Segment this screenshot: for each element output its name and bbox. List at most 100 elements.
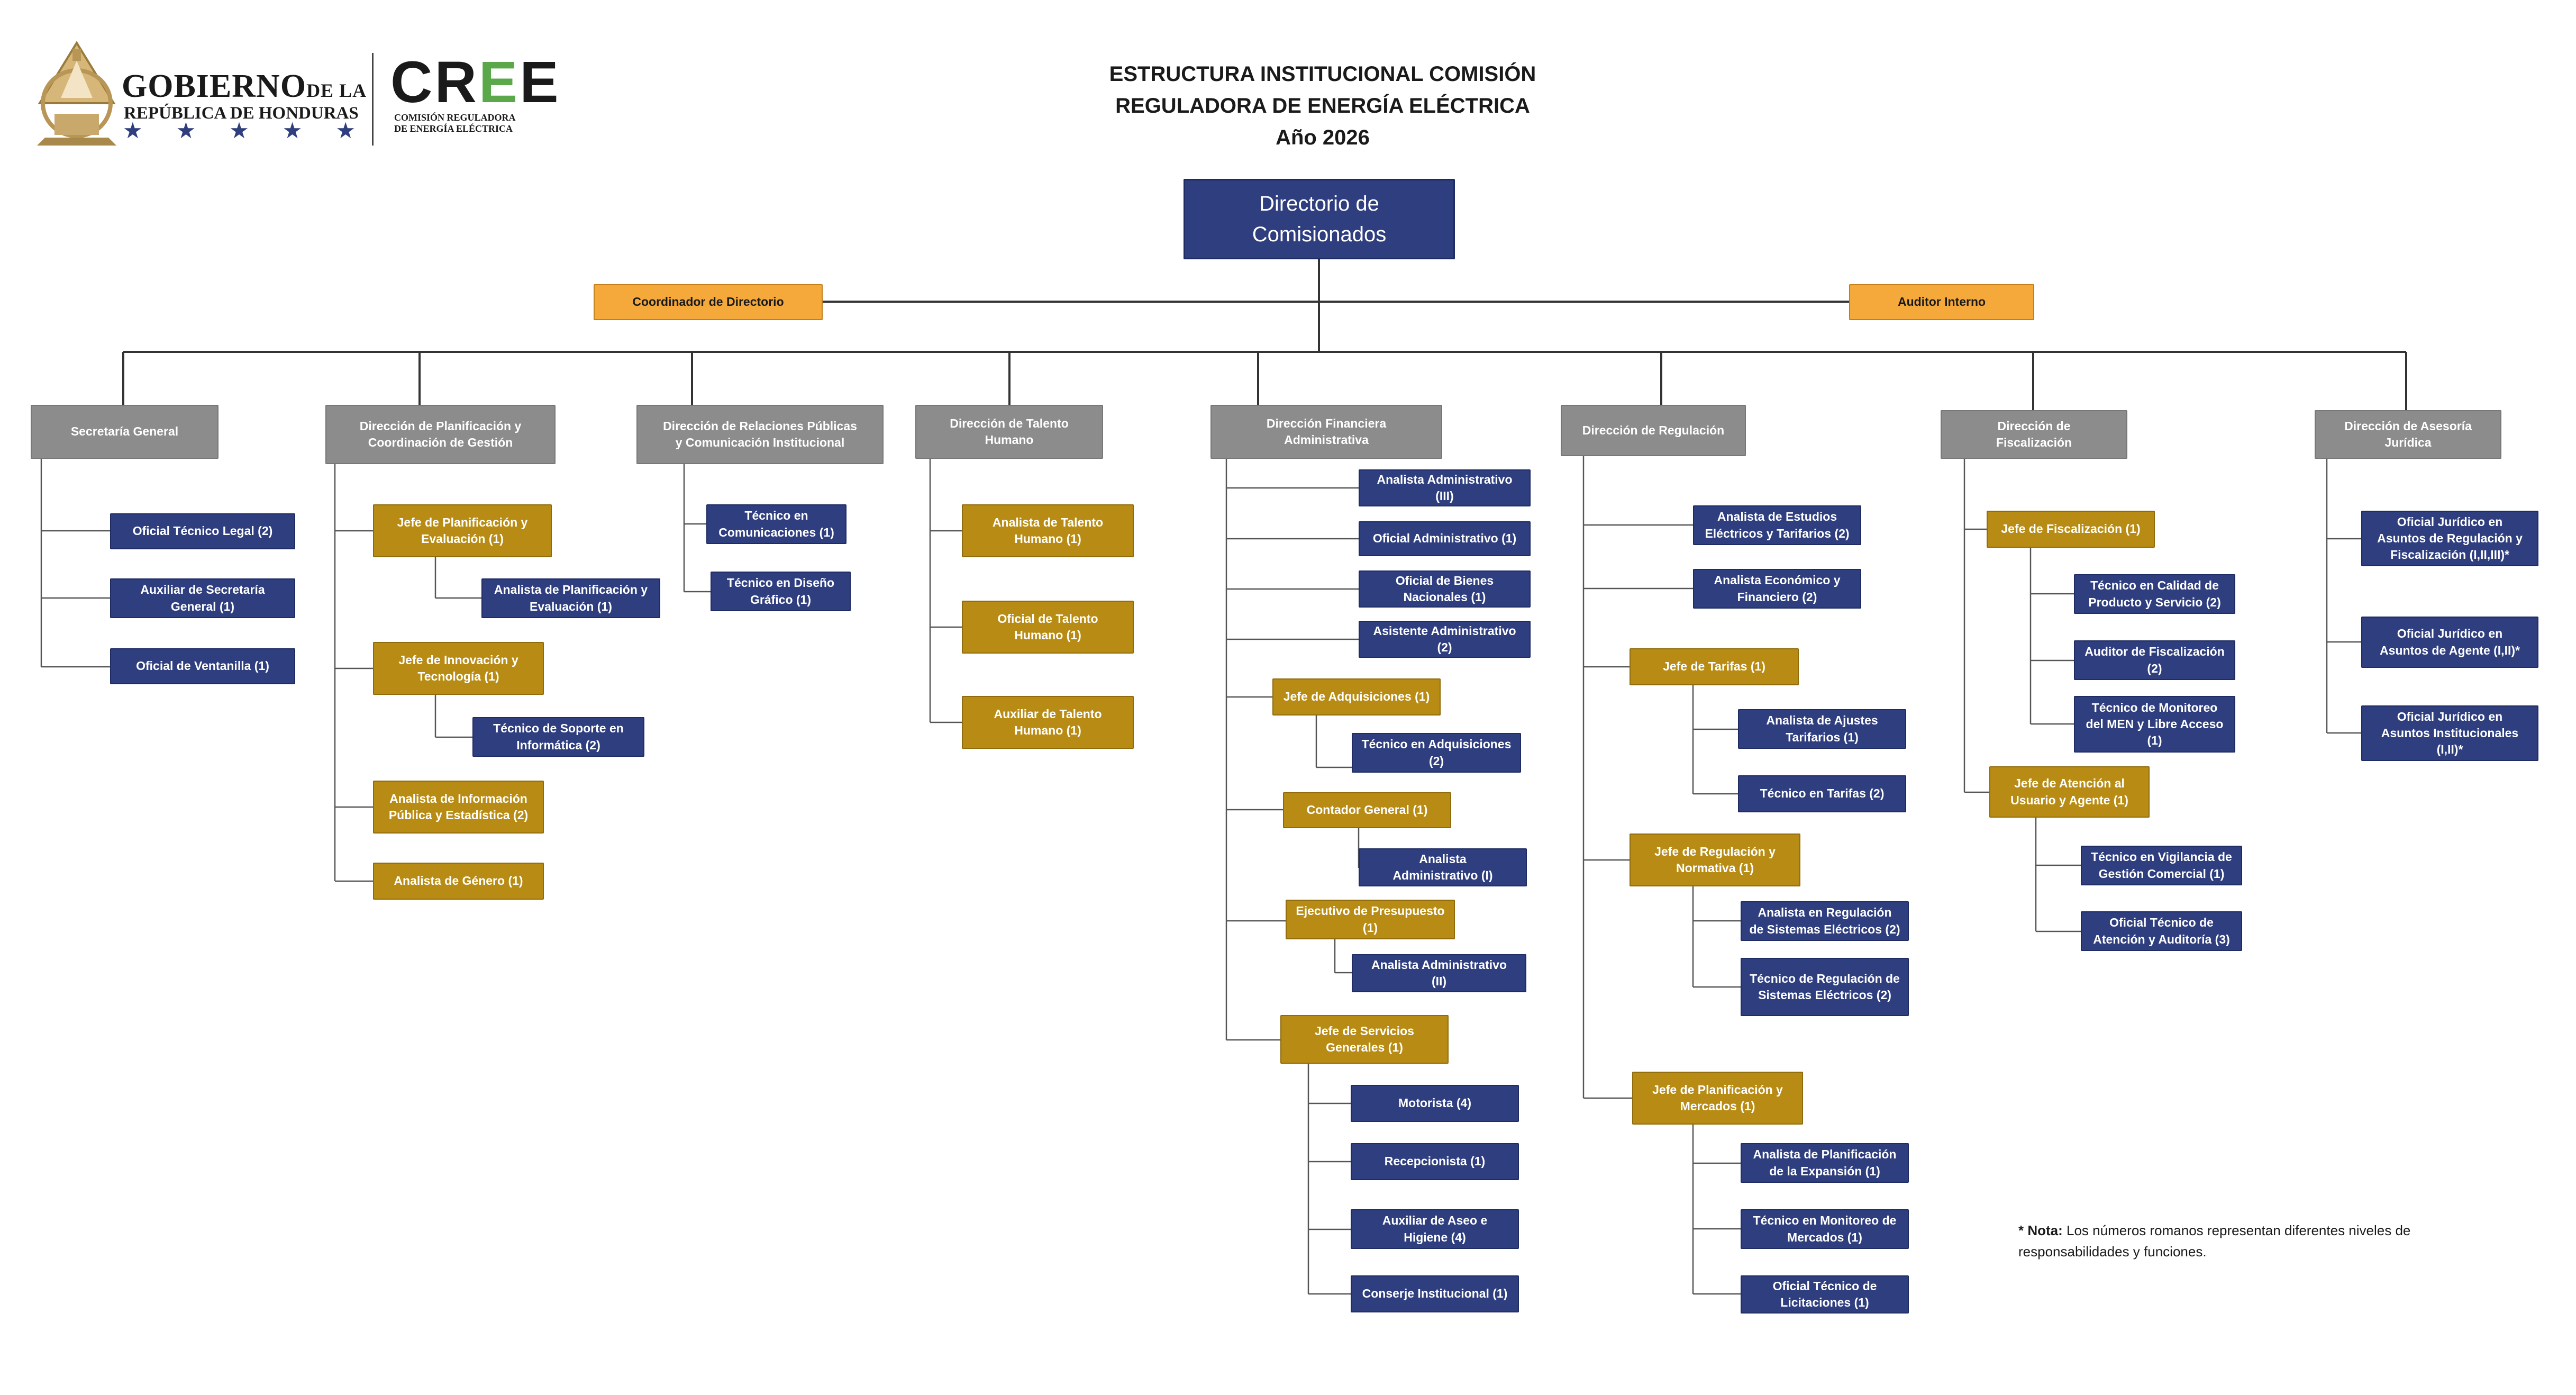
node-direction: Dirección de Fiscalización — [1941, 410, 2127, 459]
node-coordinador-directorio: Coordinador de Directorio — [594, 284, 823, 320]
node-label: Secretaría General — [70, 424, 179, 439]
node-label: Analista Administrativo (II) — [1371, 957, 1507, 988]
node-label: Técnico de Regulación de Sistemas Eléctr… — [1750, 971, 1900, 1002]
node-position: Contador General (1) — [1283, 792, 1451, 828]
node-position: Jefe de Planificación y Mercados (1) — [1632, 1072, 1803, 1125]
node-position: Técnico en Calidad de Producto y Servici… — [2074, 574, 2235, 614]
node-label: Dirección Financiera Administrativa — [1266, 416, 1387, 447]
node-label: Oficial Jurídico en Asuntos de Regulació… — [2377, 514, 2523, 562]
node-position: Analista Económico y Financiero (2) — [1693, 569, 1861, 609]
node-position: Oficial de Bienes Nacionales (1) — [1359, 570, 1531, 608]
node-position: Analista en Regulación de Sistemas Eléct… — [1741, 901, 1909, 941]
node-position: Jefe de Innovación y Tecnología (1) — [373, 642, 544, 695]
cree-wordmark: CREE — [390, 49, 561, 116]
node-position: Analista Administrativo (I) — [1359, 848, 1527, 886]
node-position: Oficial Administrativo (1) — [1359, 521, 1531, 556]
node-position: Recepcionista (1) — [1351, 1143, 1519, 1180]
node-label: Técnico de Monitoreo del MEN y Libre Acc… — [2086, 700, 2224, 748]
node-label: Técnico en Tarifas (2) — [1760, 786, 1885, 801]
node-position: Técnico de Monitoreo del MEN y Libre Acc… — [2074, 696, 2235, 753]
node-label: Jefe de Innovación y Tecnología (1) — [398, 653, 518, 683]
node-label: Analista de Planificación de la Expansió… — [1753, 1147, 1897, 1178]
gobierno-word: GOBIERNO — [122, 68, 307, 104]
node-direction: Secretaría General — [31, 405, 219, 459]
node-position: Jefe de Adquisiciones (1) — [1272, 678, 1441, 715]
node-label: Coordinador de Directorio — [632, 295, 784, 309]
gobierno-de-la: DE LA — [306, 80, 367, 101]
honduras-coat-of-arms-logo — [37, 41, 116, 146]
node-label: Analista de Estudios Eléctricos y Tarifa… — [1705, 510, 1850, 540]
node-label: Jefe de Atención al Usuario y Agente (1) — [2010, 776, 2128, 807]
cree-subtitle-line2: DE ENERGÍA ELÉCTRICA — [394, 123, 513, 134]
node-position: Oficial de Ventanilla (1) — [110, 648, 295, 684]
node-direction: Dirección de Asesoría Jurídica — [2315, 410, 2501, 459]
node-position: Oficial Técnico de Licitaciones (1) — [1741, 1275, 1909, 1314]
node-label: Jefe de Adquisiciones (1) — [1283, 690, 1430, 704]
logo-divider — [372, 53, 374, 146]
node-position: Auxiliar de Aseo e Higiene (4) — [1351, 1209, 1519, 1249]
node-position: Auditor de Fiscalización (2) — [2074, 640, 2235, 680]
node-label: Técnico de Soporte en Informática (2) — [493, 721, 624, 752]
cree-letter-e-green: E — [478, 50, 520, 115]
node-label: Oficial Técnico Legal (2) — [132, 524, 273, 538]
node-position: Analista de Ajustes Tarifarios (1) — [1738, 709, 1906, 749]
node-position: Analista Administrativo (II) — [1352, 954, 1526, 992]
node-label: Dirección de Talento Humano — [950, 416, 1069, 447]
node-label: Jefe de Planificación y Mercados (1) — [1652, 1082, 1783, 1113]
node-position: Motorista (4) — [1351, 1085, 1519, 1122]
node-label: Recepcionista (1) — [1384, 1154, 1486, 1168]
node-position: Analista de Planificación y Evaluación (… — [481, 578, 660, 618]
node-position: Oficial Jurídico en Asuntos de Regulació… — [2361, 511, 2538, 566]
node-label: Analista Administrativo (I) — [1392, 852, 1493, 882]
node-label: Oficial Administrativo (1) — [1372, 531, 1517, 546]
star-icon: ★ — [229, 118, 249, 143]
node-directorio-comisionados: Directorio de Comisionados — [1184, 179, 1455, 259]
node-direction: Dirección de Planificación y Coordinació… — [325, 405, 556, 464]
node-position: Técnico en Comunicaciones (1) — [706, 504, 846, 544]
node-position: Oficial Jurídico en Asuntos de Agente (I… — [2361, 617, 2538, 668]
node-label: Técnico en Adquisiciones (2) — [1361, 737, 1512, 768]
node-label: Técnico en Diseño Gráfico (1) — [726, 576, 835, 606]
node-label: Analista de Género (1) — [394, 874, 523, 888]
node-label: Técnico en Monitoreo de Mercados (1) — [1753, 1213, 1897, 1244]
title-line-3: Año 2026 — [1276, 126, 1370, 149]
cree-letter-r: R — [434, 50, 479, 115]
node-position: Jefe de Atención al Usuario y Agente (1) — [1989, 766, 2150, 818]
node-label: Técnico en Comunicaciones (1) — [718, 509, 834, 539]
star-icon: ★ — [176, 118, 196, 143]
node-label: Dirección de Fiscalización — [1996, 419, 2072, 449]
gobierno-wordmark: GOBIERNODE LA — [122, 68, 367, 105]
node-label: Jefe de Tarifas (1) — [1663, 659, 1765, 674]
node-label: Analista Económico y Financiero (2) — [1714, 573, 1841, 604]
node-label: Oficial de Bienes Nacionales (1) — [1395, 573, 1494, 604]
node-label: Analista de Talento Humano (1) — [992, 515, 1104, 546]
node-position: Técnico en Tarifas (2) — [1738, 775, 1906, 812]
node-label: Jefe de Planificación y Evaluación (1) — [397, 515, 528, 546]
node-position: Oficial Técnico Legal (2) — [110, 513, 295, 549]
node-position: Técnico en Monitoreo de Mercados (1) — [1741, 1209, 1909, 1249]
node-direction: Dirección Financiera Administrativa — [1210, 405, 1442, 459]
title-line-1: ESTRUCTURA INSTITUCIONAL COMISIÓN — [1109, 62, 1536, 86]
node-label: Contador General (1) — [1306, 803, 1428, 817]
node-label: Dirección de Regulación — [1582, 423, 1725, 437]
node-label: Dirección de Asesoría Jurídica — [2344, 419, 2472, 449]
node-direction: Dirección de Regulación — [1561, 405, 1746, 456]
node-label: Auxiliar de Talento Humano (1) — [994, 706, 1102, 737]
footnote-text: Los números romanos representan diferent… — [2018, 1222, 2411, 1260]
star-icon: ★ — [282, 118, 303, 143]
node-label: Directorio de Comisionados — [1252, 192, 1387, 246]
cree-letter-e: E — [520, 50, 561, 115]
node-label: Oficial de Ventanilla (1) — [136, 659, 269, 673]
node-label: Jefe de Fiscalización (1) — [2001, 522, 2141, 536]
node-label: Oficial Técnico de Licitaciones (1) — [1772, 1279, 1877, 1309]
node-position: Analista de Estudios Eléctricos y Tarifa… — [1693, 505, 1861, 545]
node-label: Técnico en Calidad de Producto y Servici… — [2088, 578, 2221, 609]
node-label: Conserje Institucional (1) — [1362, 1287, 1508, 1301]
node-label: Auxiliar de Secretaría General (1) — [140, 583, 265, 613]
node-label: Analista de Planificación y Evaluación (… — [494, 583, 648, 613]
node-position: Jefe de Planificación y Evaluación (1) — [373, 504, 552, 557]
footnote: * Nota: Los números romanos representan … — [2018, 1220, 2521, 1263]
node-label: Auditor Interno — [1897, 295, 1986, 309]
